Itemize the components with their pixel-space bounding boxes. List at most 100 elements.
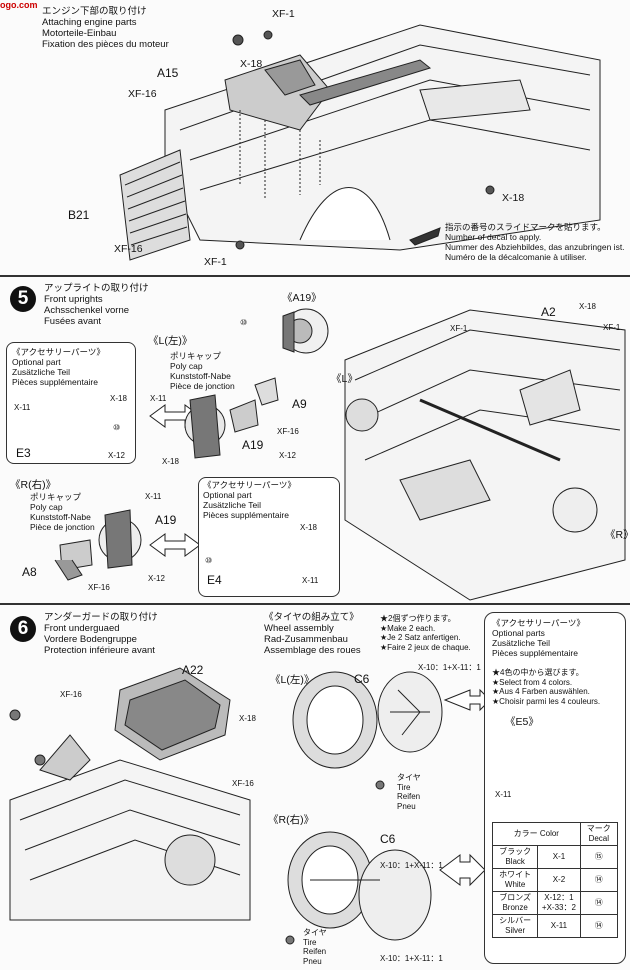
polycap-label: ポリキャップ Poly cap Kunststoff-Nabe Pièce de… — [170, 351, 235, 391]
polycap-label-r: ポリキャップ Poly cap Kunststoff-Nabe Pièce de… — [30, 492, 95, 532]
decal-note-fr: Numéro de la décalcomanie à utiliser. — [445, 252, 587, 262]
part-label: X-18 — [162, 457, 179, 466]
table-row: シルバー Silver X-11 ⑭ — [491, 914, 619, 938]
paint-code: X-2 — [537, 868, 581, 892]
step6-title-de: Vordere Bodengruppe — [44, 634, 137, 645]
tire-label-r: タイヤ Tire Reifen Pneu — [303, 928, 327, 966]
part-label: XF-16 — [232, 779, 254, 788]
part-label: A19 — [242, 438, 264, 452]
paint-code: X-11 — [537, 914, 581, 938]
part-label: XF-16 — [60, 690, 82, 699]
step5-title-fr: Fusées avant — [44, 316, 102, 327]
part-label: E4 — [207, 573, 222, 587]
part-label: A22 — [182, 663, 204, 677]
step5-title-en: Front uprights — [44, 294, 103, 305]
optional-part-en: Optional part — [12, 357, 61, 367]
part-label: X-11 — [145, 492, 162, 501]
section-divider — [0, 275, 630, 277]
optional-part-en: Optional part — [203, 490, 252, 500]
view-label: 《L(左)》 — [270, 674, 315, 686]
step6-title-jp: アンダーガードの取り付け — [44, 612, 158, 623]
decal-number: ⑮ — [579, 845, 619, 869]
polycap-jp: ポリキャップ — [30, 492, 82, 502]
section-divider — [0, 603, 630, 605]
decal-number: ⑩ — [240, 318, 248, 327]
decal-number: ⑩ — [113, 423, 121, 432]
make-two-jp: ★2個ずつ作ります。 — [380, 614, 456, 623]
view-label: 《R(右)》 — [10, 479, 57, 491]
tire-fr: Pneu — [303, 956, 322, 966]
polycap-fr: Pièce de jonction — [30, 522, 95, 532]
view-label: 《E5》 — [505, 716, 539, 728]
options-title-en: Optional parts — [492, 628, 545, 638]
optional-part-jp: 《アクセサリーパーツ》 — [203, 480, 296, 490]
paint-label: X-10：1+X-11：1 — [380, 954, 443, 963]
part-label: XF-16 — [128, 88, 157, 100]
view-label: 《R(右)》 — [268, 814, 315, 826]
polycap-de: Kunststoff-Nabe — [30, 512, 91, 522]
optional-part-text-r: 《アクセサリーパーツ》 Optional part Zusätzliche Te… — [203, 480, 296, 520]
decal-number: ⑭ — [579, 868, 619, 892]
color-name: シルバー Silver — [491, 914, 539, 938]
decal-note-en: Number of decal to apply. — [445, 232, 542, 242]
step5-title-jp: アップライトの取り付け — [44, 283, 149, 294]
select-colors-de: ★Aus 4 Farben auswählen. — [492, 687, 590, 696]
tire-en: Tire — [397, 782, 411, 792]
decal-number: ⑩ — [205, 556, 213, 565]
optional-part-fr: Pièces supplémentaire — [12, 377, 98, 387]
part-label: XF-16 — [88, 583, 110, 592]
optional-part-jp: 《アクセサリーパーツ》 — [12, 347, 105, 357]
select-colors-fr: ★Choisir parmi les 4 couleurs. — [492, 696, 601, 706]
color-table: カラー Color マーク Decal ブラック Black X-1 ⑮ ホワイ… — [491, 822, 619, 938]
wheel-title-jp: 《タイヤの組み立て》 — [264, 612, 359, 623]
polycap-en: Poly cap — [30, 502, 63, 512]
decal-note-jp: 指示の番号のスライドマークを貼ります。 — [445, 222, 606, 232]
polycap-jp: ポリキャップ — [170, 351, 222, 361]
part-label: X-11 — [150, 394, 167, 403]
polycap-fr: Pièce de jonction — [170, 381, 235, 391]
tire-de: Reifen — [303, 947, 327, 956]
part-label: X-11 — [302, 576, 319, 585]
part-label: X-18 — [579, 302, 596, 311]
paint-label: X-10：1+X-11：1 — [380, 861, 443, 870]
step6-underguard-drawing — [9, 667, 251, 921]
step6-title-fr: Protection inférieure avant — [44, 645, 155, 656]
step6-title-en: Front underguaed — [44, 623, 120, 634]
part-label: XF-16 — [114, 243, 143, 255]
optional-part-text: 《アクセサリーパーツ》 Optional part Zusätzliche Te… — [12, 347, 105, 387]
optional-part-de: Zusätzliche Teil — [12, 367, 70, 377]
tire-label: タイヤ Tire Reifen Pneu — [397, 773, 421, 811]
part-label: E3 — [16, 446, 31, 460]
wheel-title-en: Wheel assembly — [264, 623, 334, 634]
paint-code: X-12：1 +X-33：2 — [537, 891, 581, 915]
part-label: B21 — [68, 208, 90, 222]
make-two-note: ★2個ずつ作ります。 ★Make 2 each. ★Je 2 Satz anfe… — [380, 614, 471, 652]
color-header: カラー Color — [492, 822, 581, 846]
part-label: X-11 — [495, 790, 512, 799]
part-label: X-12 — [148, 574, 165, 583]
decal-number: ⑭ — [579, 891, 619, 915]
decal-note: 指示の番号のスライドマークを貼ります。 Number of decal to a… — [445, 222, 625, 262]
part-label: X-18 — [300, 523, 317, 532]
options-title-fr: Pièces supplémentaire — [492, 648, 578, 658]
view-label: 《R》 — [605, 529, 630, 541]
optional-part-de: Zusätzliche Teil — [203, 500, 261, 510]
wheel-title-de: Rad-Zusammenbau — [264, 634, 348, 645]
step6-number: 6 — [10, 616, 36, 642]
part-label: X-18 — [110, 394, 127, 403]
part-label: X-18 — [239, 714, 256, 723]
part-label: X-12 — [279, 451, 296, 460]
select-colors-en: ★Select from 4 colors. — [492, 677, 573, 687]
part-label: A19 — [155, 513, 177, 527]
make-two-fr: ★Faire 2 jeux de chaque. — [380, 642, 471, 652]
wheel-title-fr: Assemblage des roues — [264, 645, 361, 656]
tire-en: Tire — [303, 937, 317, 947]
part-label: C6 — [380, 832, 396, 846]
table-row: ブラック Black X-1 ⑮ — [491, 845, 619, 869]
paint-label: X-10：1+X-11：1 — [418, 663, 481, 672]
part-label: X-12 — [108, 451, 125, 460]
view-label: 《L(左)》 — [148, 335, 193, 347]
part-label: C6 — [354, 672, 370, 686]
